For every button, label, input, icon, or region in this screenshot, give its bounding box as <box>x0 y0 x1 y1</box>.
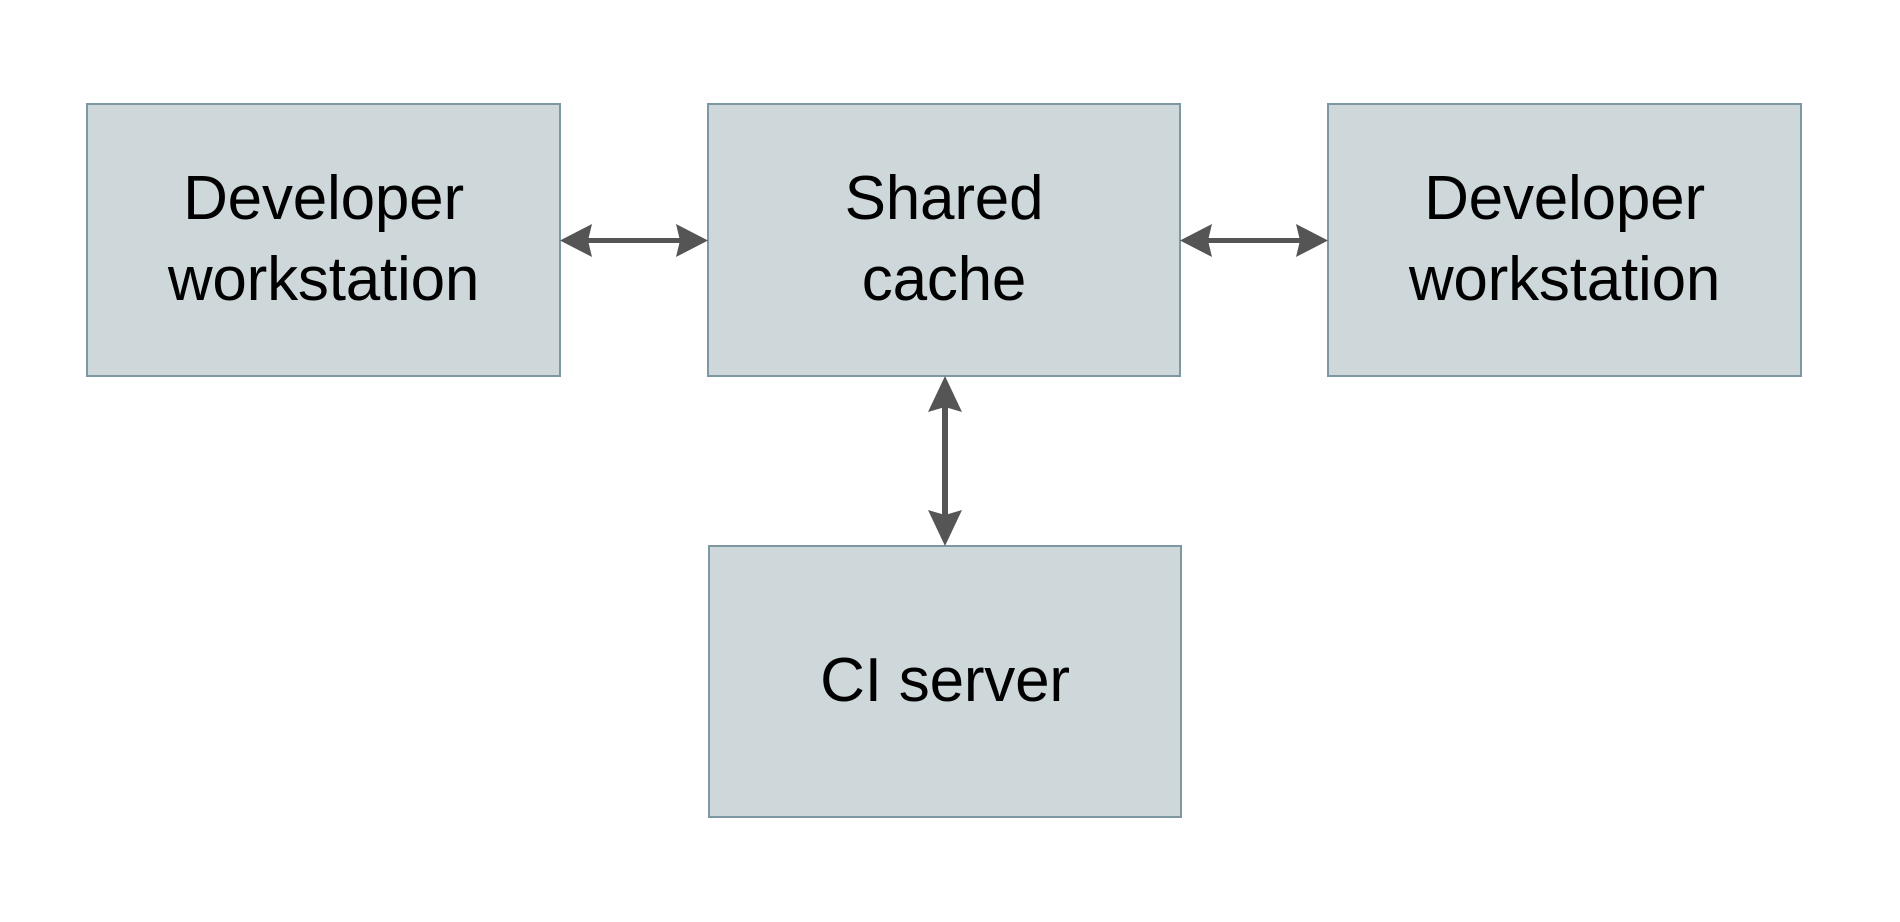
node-developer-workstation-left[interactable]: Developer workstation <box>86 103 561 377</box>
double-arrow-icon <box>928 376 962 546</box>
node-developer-workstation-right[interactable]: Developer workstation <box>1327 103 1802 377</box>
double-arrow-icon <box>560 224 708 257</box>
node-label: Shared cache <box>844 164 1044 314</box>
edge-double-arrow-cache-to-workstation-right <box>1180 224 1328 257</box>
node-label: CI server <box>820 646 1070 716</box>
node-label: Developer workstation <box>167 164 480 314</box>
node-label: Developer workstation <box>1408 164 1721 314</box>
node-ci-server[interactable]: CI server <box>708 545 1182 818</box>
edge-double-arrow-workstation-left-to-cache <box>560 224 708 257</box>
double-arrow-icon <box>1180 224 1328 257</box>
node-shared-cache[interactable]: Shared cache <box>707 103 1181 377</box>
edge-double-arrow-cache-to-ci-server <box>928 376 962 546</box>
